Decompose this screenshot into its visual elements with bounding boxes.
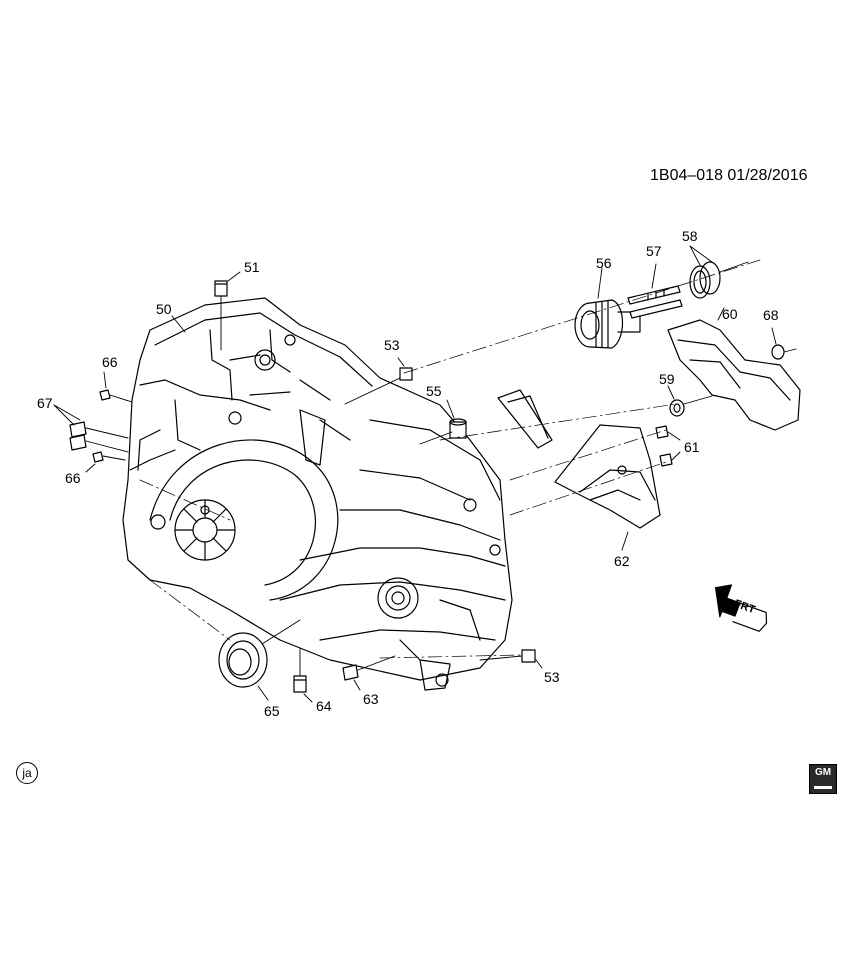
callout-51: 51 bbox=[244, 259, 260, 275]
callout-68: 68 bbox=[763, 307, 779, 323]
diagram-code: 1B04–018 01/28/2016 bbox=[650, 167, 808, 184]
servo-cover-60 bbox=[667, 307, 801, 431]
seal-rings-58 bbox=[689, 245, 749, 299]
callout-61: 61 bbox=[684, 439, 700, 455]
gm-logo: GM bbox=[809, 764, 837, 794]
callout-53-upper: 53 bbox=[384, 337, 400, 353]
callout-67: 67 bbox=[37, 395, 53, 411]
pin-66-upper bbox=[99, 371, 133, 403]
plug-51 bbox=[214, 271, 241, 351]
callout-50: 50 bbox=[156, 301, 172, 317]
transmission-case bbox=[122, 297, 513, 691]
dowel-53-lower bbox=[479, 649, 543, 669]
callout-60: 60 bbox=[722, 306, 738, 322]
dowel-53-upper bbox=[344, 357, 413, 405]
callout-56: 56 bbox=[596, 255, 612, 271]
bracket-62 bbox=[497, 389, 661, 551]
bolts-61 bbox=[655, 425, 681, 467]
callout-66-upper: 66 bbox=[102, 354, 118, 370]
callout-62: 62 bbox=[614, 553, 630, 569]
servo-piston-56 bbox=[574, 267, 641, 349]
callout-57: 57 bbox=[646, 243, 662, 259]
ja-badge: ja bbox=[16, 762, 38, 784]
plug-64 bbox=[293, 647, 313, 703]
gm-logo-text: GM bbox=[814, 767, 832, 778]
seal-59 bbox=[667, 385, 713, 417]
seal-65 bbox=[218, 619, 301, 701]
callout-66-lower: 66 bbox=[65, 470, 81, 486]
front-direction-arrow bbox=[714, 584, 768, 632]
bolt-57 bbox=[627, 263, 683, 319]
callout-55: 55 bbox=[426, 383, 442, 399]
callout-53-lower: 53 bbox=[544, 669, 560, 685]
callout-63: 63 bbox=[363, 691, 379, 707]
gm-logo-bar bbox=[814, 786, 832, 789]
callout-58: 58 bbox=[682, 228, 698, 244]
washer-68 bbox=[771, 327, 797, 360]
plug-63 bbox=[342, 655, 396, 691]
callout-59: 59 bbox=[659, 371, 675, 387]
callout-65: 65 bbox=[264, 703, 280, 719]
dowels-67 bbox=[53, 404, 129, 453]
spacer-55 bbox=[419, 399, 467, 445]
pin-66-lower bbox=[85, 451, 126, 473]
callout-64: 64 bbox=[316, 698, 332, 714]
